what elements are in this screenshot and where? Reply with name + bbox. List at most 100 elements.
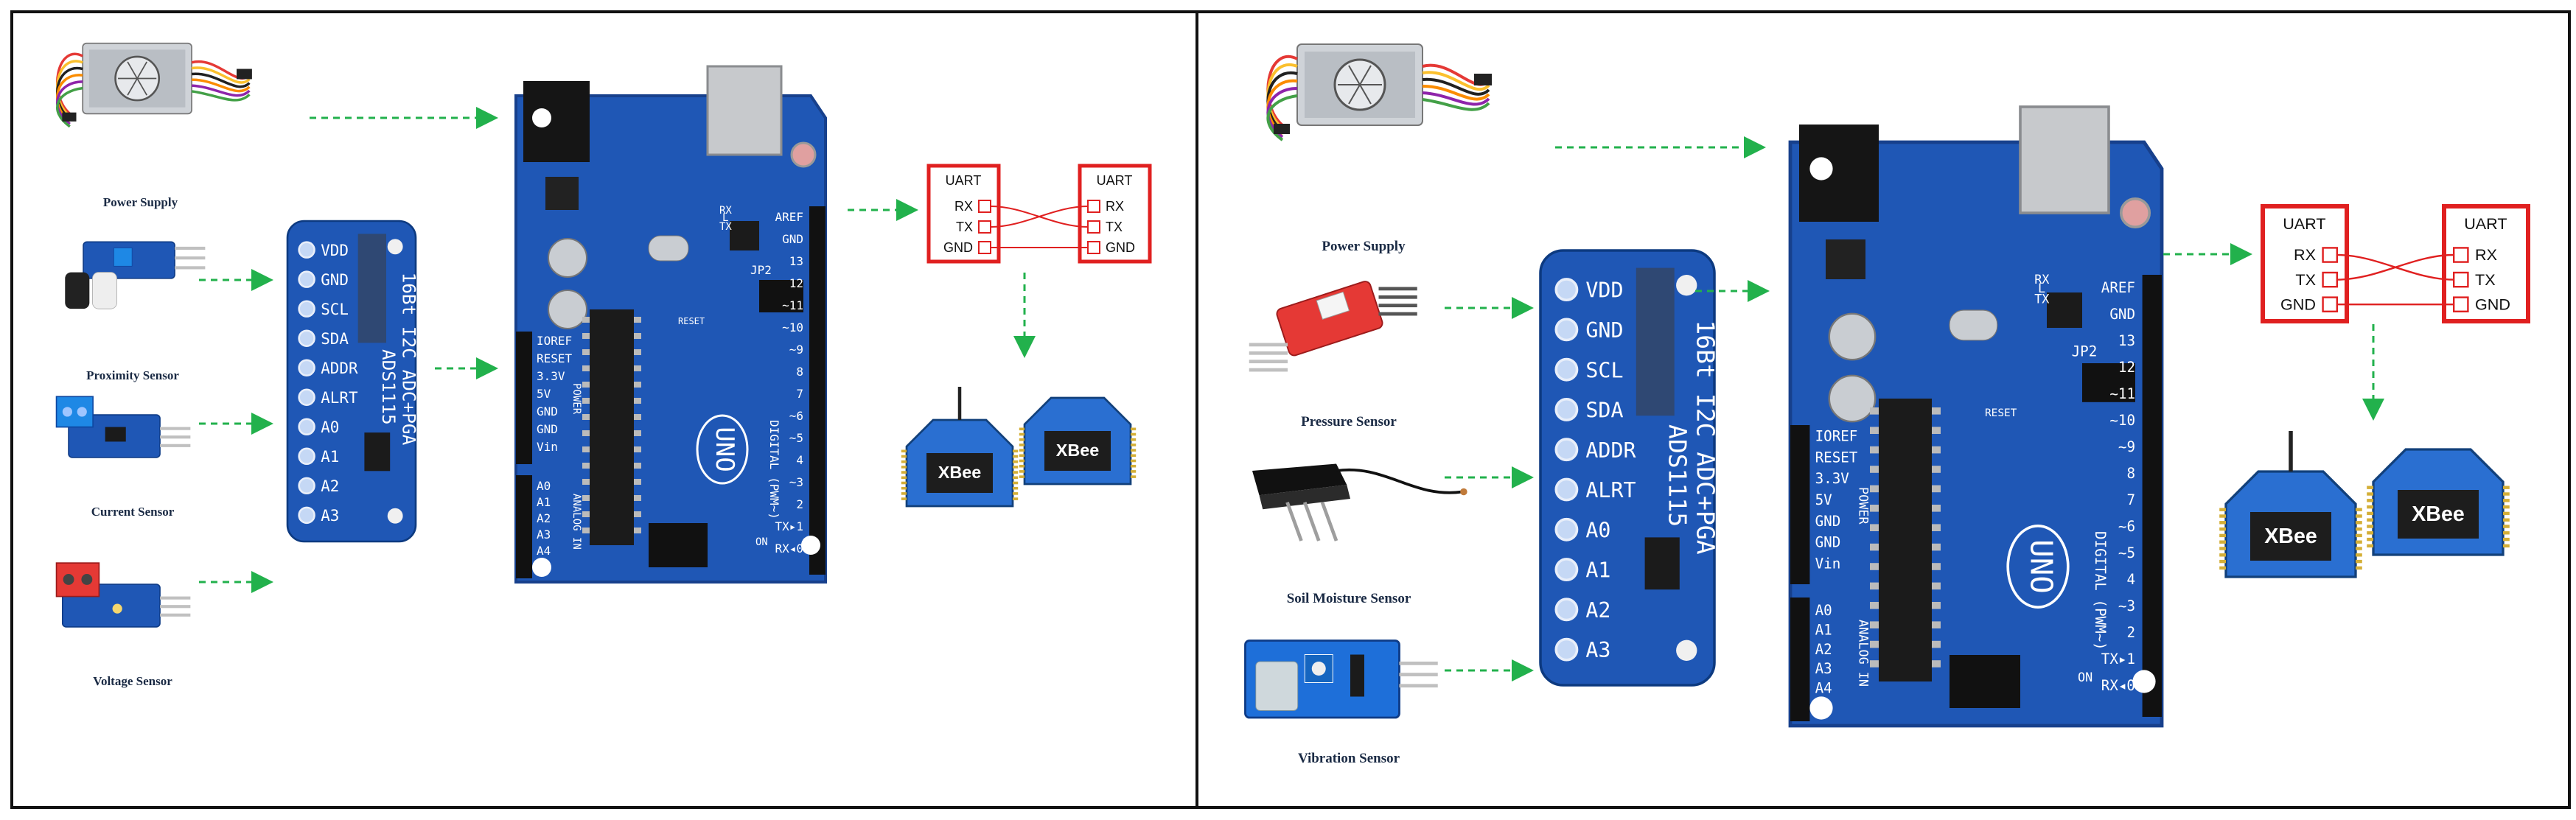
uno-chip-pin	[634, 463, 641, 469]
psu-connector	[1274, 124, 1290, 134]
adc-title: 16Bt I2C ADC+PGA	[1691, 320, 1720, 554]
uno-usb-port	[706, 65, 783, 156]
sensor-caption: Voltage Sensor	[93, 674, 172, 688]
adc-pin-label: A1	[1585, 558, 1610, 583]
uno-chip-pin	[634, 479, 641, 485]
uno-chip-pin	[1870, 563, 1879, 570]
adc-pin-hole	[298, 418, 315, 436]
xbee-pin	[1013, 466, 1019, 469]
press-pin	[1249, 360, 1288, 364]
uno-logo: UNO	[2023, 539, 2059, 594]
uno-reset-button	[2120, 197, 2151, 229]
xbee-pin	[901, 481, 907, 485]
uno-digital-pin-label: RX◂0	[775, 542, 803, 556]
volt-component	[112, 603, 122, 614]
proximity-sensor-icon	[65, 241, 206, 309]
adc-pin-label: ADDR	[1585, 438, 1636, 463]
uno-digital-pin-label: ~6	[2118, 518, 2135, 535]
adc-pin-label: ALRT	[321, 389, 358, 407]
xbee-pin	[2356, 540, 2362, 544]
uno-chip-pin	[1932, 640, 1941, 648]
xbee-pin	[1131, 464, 1137, 468]
psu-connector	[1474, 74, 1492, 85]
prox-ir-receiver	[92, 272, 117, 309]
adc-pin-hole	[298, 506, 315, 525]
xbee-pin	[1019, 475, 1025, 478]
uno-icsp-header	[759, 280, 803, 312]
xbee-pin	[1131, 427, 1137, 431]
uno-chip-pin	[1870, 407, 1879, 415]
adc-mount-hole	[1676, 639, 1697, 661]
uno-digital-header	[809, 206, 825, 575]
uno-chip-pin	[634, 414, 641, 420]
adc-pin-hole	[1554, 278, 1579, 302]
adc-pin-label: SDA	[1585, 399, 1623, 423]
psu-fan-blade	[136, 61, 147, 79]
xbee-pin	[2219, 540, 2226, 544]
adc-pin-hole	[298, 241, 315, 259]
uno-power-pin-label: Vin	[1815, 555, 1841, 572]
psu-wire	[1266, 63, 1298, 130]
uno-atmega-chip	[1879, 399, 1932, 682]
adc-title: 16Bt I2C ADC+PGA	[399, 273, 420, 446]
uart-pin-box	[978, 200, 991, 213]
uart-title-left: UART	[2283, 214, 2325, 233]
uno-usb-port	[2019, 105, 2110, 214]
uno-analog-pin-label: A4	[1815, 680, 1832, 697]
xbee-pin	[2367, 537, 2373, 542]
adc-smd-row	[357, 234, 386, 343]
uno-chip-pin	[1932, 660, 1941, 667]
xbee-pin	[901, 449, 907, 453]
uno-chip-pin	[582, 349, 590, 355]
uart-right-pin: TX	[2475, 270, 2496, 289]
uno-digital-pin-label: 7	[2126, 491, 2135, 508]
uno-digital-pin-label: GND	[2109, 306, 2135, 323]
volt-screw	[63, 574, 74, 585]
power-supply-icon	[1266, 43, 1492, 141]
adc-pin-hole	[1554, 598, 1579, 622]
uno-regulator	[1826, 239, 1865, 279]
psu-wire	[56, 60, 83, 118]
xbee-pin	[2503, 537, 2510, 542]
volt-terminal	[55, 562, 100, 598]
uno-digital-pin-label: ~10	[782, 320, 803, 334]
vibration-sensor-icon	[1244, 639, 1438, 719]
press-pcb	[1276, 281, 1383, 357]
xbee-pin	[1131, 459, 1137, 463]
adc-pin-hole	[1554, 558, 1579, 581]
uno-regulator	[545, 177, 579, 210]
uno-power-pin-label: RESET	[1815, 449, 1858, 466]
xbee-pin	[2367, 511, 2373, 516]
adc-pin-label: A0	[1585, 518, 1610, 542]
adc-pin-label: A2	[321, 477, 339, 495]
uno-capacitor	[1828, 374, 1877, 423]
adc-pin-label: A2	[1585, 598, 1610, 623]
vib-pin	[1399, 662, 1438, 665]
psu-fan-blade	[1359, 65, 1372, 85]
uart-box-right	[2442, 203, 2531, 324]
soil-cable	[1336, 468, 1463, 494]
xbee-label: XBee	[2412, 502, 2465, 526]
xbee-pin	[1013, 492, 1019, 495]
uno-chip-pin	[1932, 543, 1941, 551]
uart-right-pin: RX	[1106, 199, 1124, 214]
volt-pin	[160, 605, 191, 609]
adc-pin-hole	[1554, 477, 1579, 502]
uno-digital-pin-label: 2	[796, 497, 803, 511]
vib-switch	[1255, 661, 1299, 711]
xbee-pin	[1013, 460, 1019, 463]
psu-wire	[1422, 91, 1490, 106]
uno-chip-pin	[634, 382, 641, 388]
xbee-pin	[2503, 525, 2510, 528]
adc-pin-label: ADDR	[321, 360, 358, 377]
xbee-pin	[2219, 566, 2226, 570]
uno-digital-pin-label: 8	[796, 365, 803, 379]
xbee-shield	[1044, 431, 1111, 471]
uno-analog-pin-label: A0	[1815, 602, 1832, 619]
soil-body	[1259, 485, 1350, 510]
xbee-pin	[2503, 511, 2510, 516]
uno-chip-pin	[582, 511, 590, 517]
xbee-pin	[2367, 499, 2373, 502]
